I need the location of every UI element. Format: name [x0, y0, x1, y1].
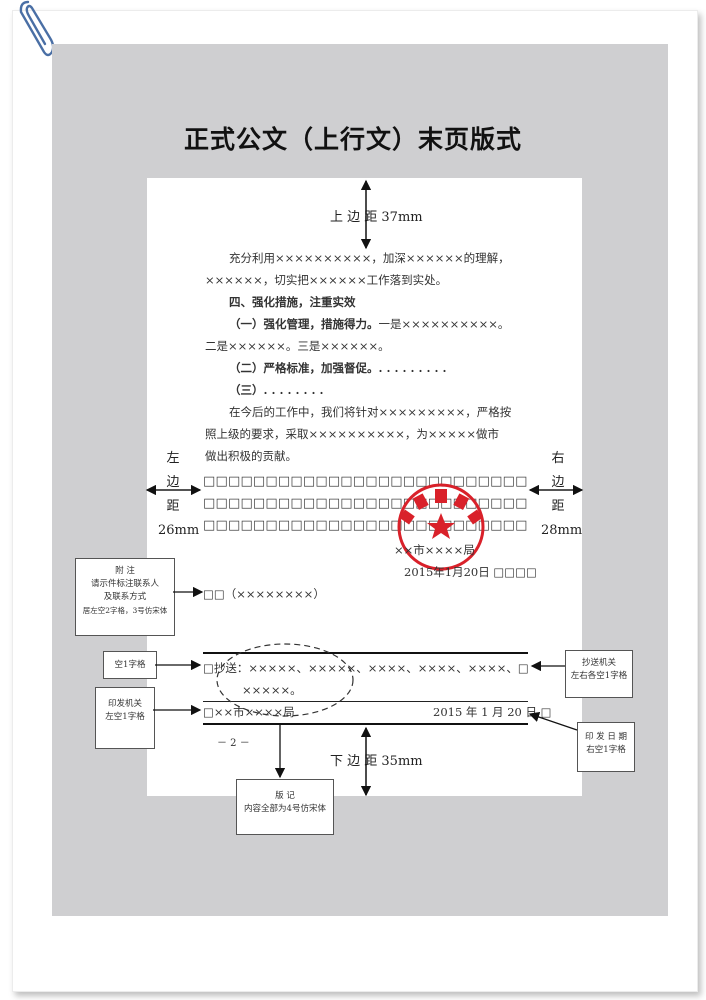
left-margin-char: 左: [166, 451, 180, 466]
subheading-bold: （三）. . . . . . . .: [229, 383, 324, 397]
callout-text: 请示件标注联系人: [90, 579, 159, 589]
body-line: ××××××，切实把××××××工作落到实处。: [205, 273, 448, 287]
document-page: [147, 178, 582, 796]
print-date: 2015 年 1 月 20 日 □: [433, 705, 552, 719]
cc-org-callout: 抄送机关 左右各空1字格: [565, 650, 633, 698]
body-line: 充分利用××××××××××，加深××××××的理解，: [229, 251, 510, 265]
attachment-note: □□（××××××××）: [203, 587, 325, 601]
body-line: （一）强化管理，措施得力。一是××××××××××。: [229, 313, 509, 335]
left-margin-char: 边: [166, 475, 180, 490]
right-margin-char: 距: [551, 499, 565, 514]
right-margin-value: 28mm: [541, 523, 583, 538]
bottom-margin-label: 下 边 距 35mm: [330, 754, 423, 769]
printer-org-callout: 印发机关 左空1字格: [95, 687, 155, 749]
callout-text: 左空1字格: [105, 712, 145, 722]
callout-text: 及联系方式: [103, 592, 147, 602]
body-line: 做出积极的贡献。: [205, 449, 297, 463]
top-margin-label: 上 边 距 37mm: [330, 210, 423, 225]
page-number: － 2 －: [217, 738, 250, 749]
printer-org: □××市××××局: [203, 705, 295, 719]
cc-line: □抄送：×××××、×××××、××××、××××、××××、□: [203, 661, 529, 675]
callout-title: 附 注: [115, 566, 135, 576]
body-line-rest: 一是××××××××××。: [378, 317, 510, 331]
right-margin-char: 边: [551, 475, 565, 490]
left-margin-char: 距: [166, 499, 180, 514]
indent-callout: 空1字格: [103, 651, 157, 679]
record-callout: 版 记 内容全部为4号仿宋体: [236, 779, 334, 835]
attachment-note-callout: 附 注 请示件标注联系人 及联系方式 居左空2字格，3号仿宋体: [75, 558, 175, 636]
record-top-line: [203, 652, 528, 654]
subheading-bold: （一）强化管理，措施得力。: [229, 317, 379, 331]
signed-date: 2015年1月20日 □□□□: [404, 565, 537, 579]
print-date-callout: 印 发 日 期 右空1字格: [577, 722, 635, 772]
page-title: 正式公文（上行文）末页版式: [183, 125, 522, 154]
callout-text: 居左空2字格，3号仿宋体: [82, 606, 168, 615]
right-margin-label: 右 边 距 28mm: [541, 447, 583, 543]
record-bottom-line: [203, 723, 528, 725]
callout-text: 右空1字格: [586, 745, 626, 755]
cc-line: ×××××。: [242, 683, 302, 697]
callout-text: 左右各空1字格: [570, 671, 628, 681]
body-line: 二是××××××。三是××××××。: [205, 339, 390, 353]
subheading-bold: （二）严格标准，加强督促。. . . . . . . . .: [229, 361, 447, 375]
callout-title: 印发机关: [107, 699, 142, 709]
callout-title: 版 记: [275, 791, 295, 801]
body-line: 照上级的要求，采取××××××××××，为×××××做市: [205, 427, 500, 441]
body-line: 在今后的工作中，我们将针对×××××××××，严格按: [229, 405, 512, 419]
issuer-name: ××市××××局: [394, 543, 475, 557]
record-middle-line: [203, 701, 528, 702]
callout-title: 抄送机关: [581, 658, 616, 668]
callout-title: 印 发 日 期: [584, 732, 628, 742]
right-margin-char: 右: [551, 451, 565, 466]
section-heading: 四、强化措施，注重实效: [229, 295, 356, 309]
callout-text: 内容全部为4号仿宋体: [244, 804, 326, 814]
